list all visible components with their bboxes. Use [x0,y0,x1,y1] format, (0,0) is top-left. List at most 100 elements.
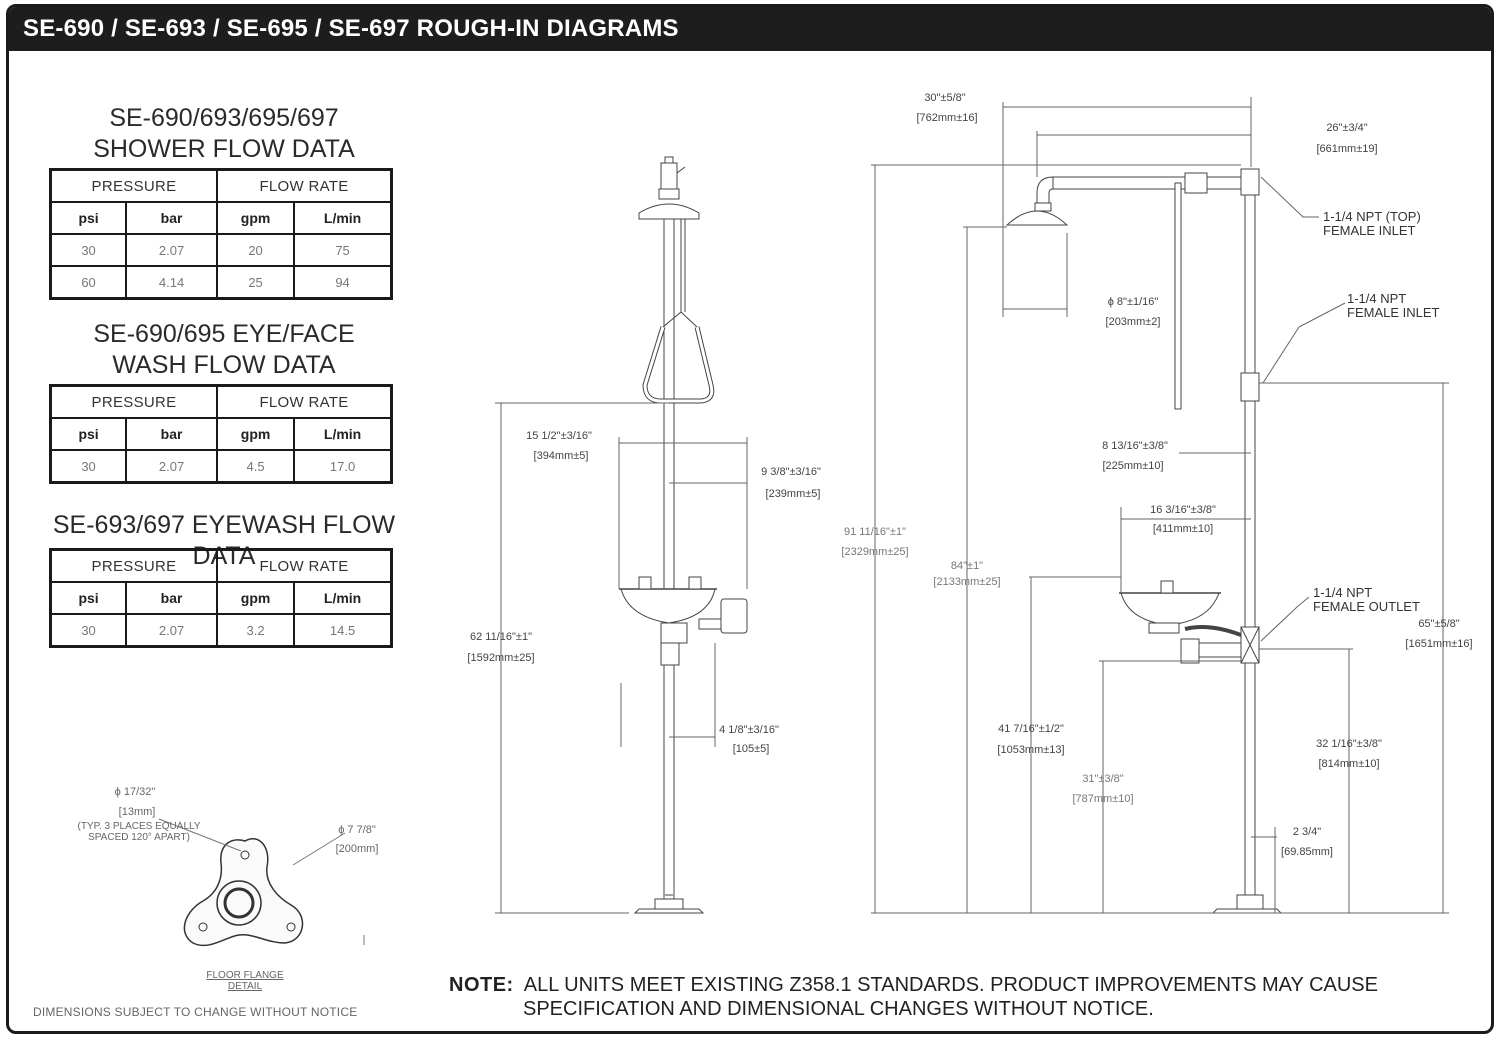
head-height-label: 84"±1" [951,560,983,572]
bolt-hole [286,922,296,932]
cell-bar: 4.14 [125,265,219,300]
bowl-reach-label: 16 3/16"±3/8" [1150,504,1216,516]
cell-bar: 2.07 [125,233,219,267]
eyeface-flow-title: SE-690/695 EYE/FACE WASH FLOW DATA [49,319,399,381]
shower-head [1005,210,1069,226]
unit-lmin: L/min [293,201,393,235]
overall-height-mm: [1592mm±25] [467,652,534,664]
flange-mm-label: [200mm] [336,843,379,855]
base-flange [633,908,705,914]
leader-line [292,832,346,866]
overall-height-label: 91 11/16"±1" [844,526,906,538]
top-valve [660,162,678,192]
table-title-line: SE-690/693/695/697 [109,104,339,132]
drain-trap [660,642,680,666]
shower-flow-title: SE-690/693/695/697 SHOWER FLOW DATA [49,103,399,165]
top-tee [1240,168,1260,196]
shower-head [638,203,700,220]
cell-bar: 2.07 [125,613,219,648]
hole-note-2: SPACED 120° APART) [88,832,190,843]
flange-hub [216,880,262,926]
riser-pipe [1244,194,1256,906]
arm-total-label: 30"±5/8" [924,92,965,104]
supply-hose [1184,625,1242,637]
arm-head-label: 26"±3/4" [1326,122,1367,134]
leader-line [158,818,242,852]
inlet-height-mm: [1651mm±16] [1405,638,1472,650]
bowl-reach-mm: [411mm±10] [1153,523,1213,535]
head-dia-label: ϕ 8"±1/16" [1108,296,1159,308]
arm-total-mm: [762mm±16] [916,112,977,124]
shower-flow-table: PRESSURE FLOW RATE psi bar gpm L/min 30 … [49,168,393,300]
bowl-height-label: 41 7/16"±1/2" [998,723,1064,735]
table-row: 30 2.07 4.5 17.0 [49,449,393,484]
cell-psi: 30 [49,449,128,484]
unit-bar: bar [125,417,219,451]
head-dia-mm: [203mm±2] [1106,316,1161,328]
eyewash-bowl [1120,592,1220,626]
head-height-mm: [2133mm±25] [933,576,1000,588]
bolt-hole [198,922,208,932]
outlet-height-mm: [787mm±10] [1072,793,1133,805]
outlet-height-label: 31"±3/8" [1082,773,1123,785]
callout-side-inlet-1: 1-1/4 NPT [1347,291,1406,306]
unit-gpm: gpm [216,581,296,615]
spray-head [638,576,652,590]
side-inlet-tee [1240,372,1260,402]
cell-gpm: 25 [216,265,296,300]
unit-psi: psi [49,201,128,235]
callout-side-inlet-2: FEMALE INLET [1347,305,1440,320]
hole-note-1: (TYP. 3 PLACES EQUALLY [77,821,200,832]
eyewash-bowl [620,588,716,624]
arm-head-mm: [661mm±19] [1316,143,1377,155]
hole-mm-label: [13mm] [119,806,156,818]
eyewash-flow-table: PRESSURE FLOW RATE psi bar gpm L/min 30 … [49,548,393,648]
unit-gpm: gpm [216,417,296,451]
eyeface-flow-table: PRESSURE FLOW RATE psi bar gpm L/min 30 … [49,384,393,484]
base-flange [1211,908,1283,914]
cell-lmin: 75 [293,233,393,267]
pull-rod [1174,182,1182,410]
unit-bar: bar [125,581,219,615]
table-title-line: WASH FLOW DATA [112,351,336,379]
callout-outlet-2: FEMALE OUTLET [1313,599,1420,614]
pull-rod-mm: [225mm±10] [1102,460,1163,472]
table-title-line: SHOWER FLOW DATA [93,135,355,163]
page-title: SE-690 / SE-693 / SE-695 / SE-697 ROUGH-… [9,7,1491,51]
disclaimer: DIMENSIONS SUBJECT TO CHANGE WITHOUT NOT… [33,1005,358,1019]
bowl-half-label: 9 3/8"±3/16" [761,466,821,478]
inlet-height-label: 65"±5/8" [1418,618,1459,630]
valve-body [660,622,688,644]
bowl-width-label: 15 1/2"±3/16" [526,430,592,442]
cell-psi: 30 [49,233,128,267]
base-offset-mm: [69.85mm] [1281,846,1333,858]
pressure-header: PRESSURE [49,384,219,419]
outlet-pipe [1198,642,1242,658]
outlet-height2-label: 32 1/16"±3/8" [1316,738,1382,750]
cell-psi: 30 [49,613,128,648]
rough-in-drawings: ϕ 17/32" [13mm] (TYP. 3 PLACES EQUALLY S… [77,92,1472,992]
table-row: 60 4.14 25 94 [49,265,393,300]
note-line-2: SPECIFICATION AND DIMENSIONAL CHANGES WI… [523,998,1154,1020]
push-handle [720,598,748,634]
hole-dia-label: ϕ 17/32" [115,786,156,798]
unit-gpm: gpm [216,201,296,235]
pipe-offset-label: 4 1/8"±3/16" [719,724,779,736]
unit-bar: bar [125,201,219,235]
table-row: 30 2.07 3.2 14.5 [49,613,393,648]
floor-flange-detail: ϕ 17/32" [13mm] (TYP. 3 PLACES EQUALLY S… [77,786,378,992]
table-row: 30 2.07 20 75 [49,233,393,267]
cell-gpm: 4.5 [216,449,296,484]
left-unit-drawing: 62 11/16"±1" [1592mm±25] 15 1/2"±3/16" [… [467,156,821,914]
arm-elbow [1036,176,1054,204]
right-dimension-lines [871,97,1449,914]
shower-valve [1184,172,1208,194]
table-title-line: SE-690/695 EYE/FACE [93,320,355,348]
note-label: NOTE: [449,974,514,996]
bowl-half-mm: [239mm±5] [766,488,821,500]
flow-rate-header: FLOW RATE [216,548,393,583]
left-dimension-lines [495,402,748,914]
bowl-height-mm: [1053mm±13] [997,744,1064,756]
spray-head [688,576,702,590]
floor-flange-detail-label: DETAIL [228,981,263,992]
